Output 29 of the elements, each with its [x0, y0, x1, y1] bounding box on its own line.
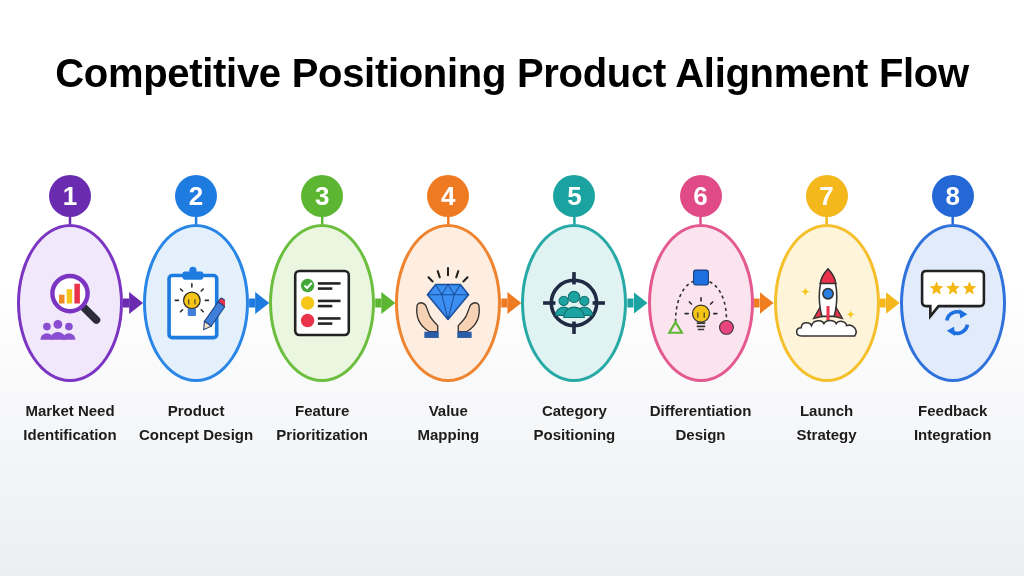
step-label: Market Need Identification — [22, 401, 118, 445]
connector-line — [825, 217, 828, 224]
arrow — [501, 292, 522, 314]
arrow — [249, 292, 270, 314]
step-label: Category Positioning — [532, 401, 617, 445]
step-label: Differentiation Design — [648, 401, 753, 445]
step-label: Value Mapping — [416, 401, 481, 445]
connector-line — [447, 217, 450, 224]
step-label: Product Concept Design — [138, 401, 255, 445]
connector-line — [699, 217, 702, 224]
step-number: 7 — [805, 175, 848, 217]
step-number: 8 — [931, 175, 974, 217]
step-label: Launch Strategy — [795, 401, 858, 445]
connector-line — [573, 217, 576, 224]
diagram-title: Competitive Positioning Product Alignment Flow — [55, 50, 969, 96]
step-number: 2 — [175, 175, 218, 217]
step-number: 6 — [679, 175, 722, 217]
step-number: 4 — [427, 175, 470, 217]
step-label: Feature Prioritization — [275, 401, 369, 445]
step-number: 5 — [553, 175, 596, 217]
step-number: 3 — [301, 175, 344, 217]
arrow — [879, 292, 900, 314]
connector-line — [951, 217, 954, 224]
arrow — [627, 292, 648, 314]
arrow — [123, 292, 144, 314]
arrow — [753, 292, 774, 314]
arrow — [375, 292, 396, 314]
step-number: 1 — [49, 175, 91, 217]
step-label: Feedback Integration — [912, 401, 993, 445]
